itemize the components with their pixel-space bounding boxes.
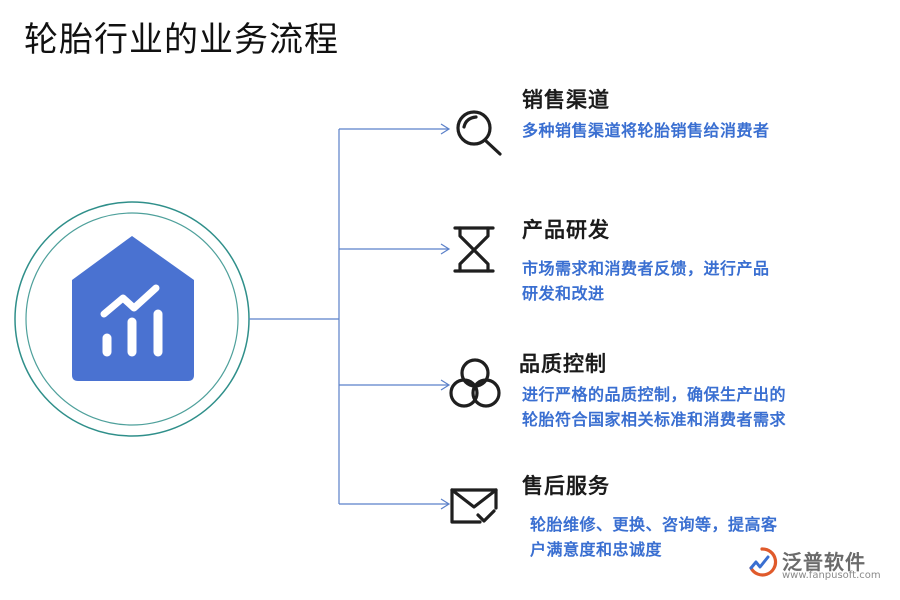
desc-line: 研发和改进 [522,284,605,303]
brand-logo-icon [749,547,778,577]
item-desc-after-sales: 轮胎维修、更换、咨询等，提高客 户满意度和忠诚度 [530,512,778,562]
connectors [249,123,451,510]
desc-line: 户满意度和忠诚度 [530,540,663,559]
desc-line: 市场需求和消费者反馈，进行产品 [522,259,770,278]
mail-check-icon [450,488,498,524]
desc-line: 进行严格的品质控制，确保生产出的 [522,385,787,404]
brand-name: 泛普软件 [782,550,866,574]
item-desc-sales-channel: 多种销售渠道将轮胎销售给消费者 [522,118,770,143]
house-chart-icon [72,236,194,381]
brand-url: www.fanpusoft.com [782,570,881,581]
item-heading-sales-channel: 销售渠道 [522,87,610,112]
hourglass-icon [453,226,495,273]
item-desc-quality-control: 进行严格的品质控制，确保生产出的 轮胎符合国家相关标准和消费者需求 [522,382,786,432]
desc-line: 轮胎符合国家相关标准和消费者需求 [522,410,787,429]
hub-inner-ring [25,212,239,426]
circles-icon [449,358,501,408]
page-title: 轮胎行业的业务流程 [24,20,339,60]
item-heading-product-rd: 产品研发 [522,217,610,242]
item-heading-quality-control: 品质控制 [519,351,607,376]
item-desc-product-rd: 市场需求和消费者反馈，进行产品 研发和改进 [522,256,770,306]
desc-line: 多种销售渠道将轮胎销售给消费者 [522,121,770,140]
brand-logo: 泛普软件 www.fanpusoft.com [746,546,886,586]
search-icon [456,110,502,156]
item-heading-after-sales: 售后服务 [522,473,610,498]
desc-line: 轮胎维修、更换、咨询等，提高客 [530,515,778,534]
